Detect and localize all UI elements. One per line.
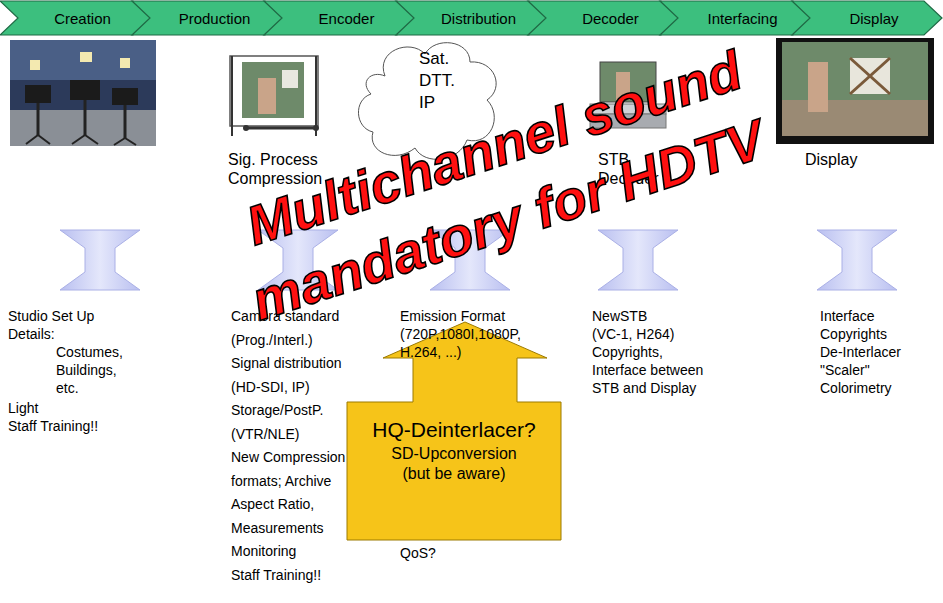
callout-body: SD-Upconversion (but be aware) xyxy=(379,444,529,484)
stage-label: Creation xyxy=(54,10,111,27)
note-text: Details: xyxy=(8,326,55,343)
note-text: (HD-SDI, IP) xyxy=(231,379,310,396)
yellow-arrow-shape xyxy=(347,322,561,540)
note-text: Measurements xyxy=(231,520,324,537)
chevron-shape xyxy=(132,1,283,35)
chevron-shape xyxy=(660,1,811,35)
stage-label: Interfacing xyxy=(707,10,777,27)
stage-chevron: Encoder xyxy=(264,1,415,35)
note-text: "Scaler" xyxy=(820,362,870,379)
note-text: Emission Format xyxy=(400,308,505,325)
note-text: Interface between xyxy=(592,362,703,379)
display-screen xyxy=(776,38,934,144)
note-text: Costumes, xyxy=(56,344,123,361)
stage-label: Encoder xyxy=(319,10,375,27)
note-text: Studio Set Up xyxy=(8,308,94,325)
stage-label: Distribution xyxy=(441,10,516,27)
note-text: etc. xyxy=(56,380,79,397)
image-caption: Display xyxy=(805,150,857,169)
chevron-shape xyxy=(792,1,942,35)
note-text: NewSTB xyxy=(592,308,647,325)
note-text: (720P,1080I,1080P, xyxy=(400,326,521,343)
note-text: Light xyxy=(8,400,38,417)
note-text: (Prog./Interl.) xyxy=(231,332,313,349)
chevron-shape xyxy=(264,1,415,35)
note-text: H.264, ...) xyxy=(400,344,461,361)
callout-heading: HQ-Deinterlacer? xyxy=(347,418,561,442)
note-text: formats; Archive xyxy=(231,473,331,490)
channel-list: Sat. DTT. IP xyxy=(419,48,463,114)
note-text: Staff Training!! xyxy=(8,418,98,435)
chevron-shape xyxy=(396,1,547,35)
note-text: (VC-1, H264) xyxy=(592,326,674,343)
note-text: Staff Training!! xyxy=(231,567,321,584)
stage-label: Production xyxy=(179,10,251,27)
note-text: Copyrights, xyxy=(592,344,663,361)
stage-chevron: Creation xyxy=(0,1,151,35)
stage-chevron: Production xyxy=(132,1,283,35)
note-text: (VTR/NLE) xyxy=(231,426,299,443)
note-text: Copyrights xyxy=(820,326,887,343)
note-text: Buildings, xyxy=(56,362,117,379)
note-text: New Compression xyxy=(231,449,345,466)
signal-processor-icon xyxy=(230,56,319,136)
chevron-shape xyxy=(528,1,679,35)
note-text: Colorimetry xyxy=(820,380,892,397)
note-text: Storage/PostP. xyxy=(231,402,323,419)
stage-chevron: Decoder xyxy=(528,1,679,35)
note-text: Interface xyxy=(820,308,874,325)
studio-photo xyxy=(10,40,156,146)
stage-label: Display xyxy=(849,10,898,27)
stage-chevron: Distribution xyxy=(396,1,547,35)
stage-chevron: Display xyxy=(792,1,942,35)
note-text: De-Interlacer xyxy=(820,344,901,361)
chevron-shape xyxy=(0,1,151,35)
stage-chevron: Interfacing xyxy=(660,1,811,35)
note-text: Aspect Ratio, xyxy=(231,496,314,513)
callout-arrow: HQ-Deinterlacer?SD-Upconversion (but be … xyxy=(347,402,561,540)
note-text: Signal distribution xyxy=(231,355,342,372)
note-text: Monitoring xyxy=(231,543,296,560)
stage-label: Decoder xyxy=(582,10,639,27)
note-text: QoS? xyxy=(400,545,436,562)
note-text: STB and Display xyxy=(592,380,696,397)
